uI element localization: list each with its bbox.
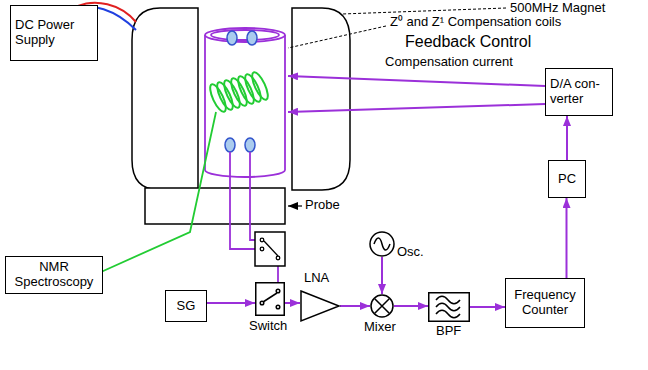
switch-box — [255, 282, 285, 316]
node-label: D/A con- verter — [550, 77, 608, 107]
z-coil — [225, 138, 235, 152]
compensation-coil-cylinder — [205, 170, 285, 177]
switch-box: Switch — [255, 282, 285, 316]
switch-symbol — [260, 238, 264, 242]
signal-arrow — [566, 198, 568, 278]
coil-label: Z⁰ and Z¹ Compensation coils — [390, 15, 561, 30]
filter-box — [436, 303, 460, 311]
z-coil — [227, 31, 237, 45]
amplifier-triangle: LNA — [300, 290, 340, 322]
node-label: BPF — [436, 324, 461, 339]
node-label: Switch — [249, 319, 287, 334]
compensation-coil-cylinder — [205, 28, 285, 177]
probe-body — [145, 188, 285, 224]
node-label: PC — [558, 172, 576, 187]
amplifier-triangle — [301, 291, 339, 321]
magnet — [132, 8, 350, 190]
spectrometer-box: NMR Spectroscopy — [5, 256, 103, 294]
coil-wire — [250, 152, 255, 240]
magnet-label: 500MHz Magnet — [510, 1, 605, 16]
mixer-circle: Mixer — [370, 294, 394, 318]
signal-arrow — [340, 305, 370, 307]
amplifier-triangle — [300, 290, 340, 322]
section-title: Feedback Control — [405, 33, 531, 51]
signal-label: Compensation current — [385, 55, 513, 70]
node-label: LNA — [304, 271, 329, 286]
signal-generator-box: SG — [165, 290, 207, 322]
compensation-coil-cylinder — [211, 30, 279, 40]
node-label: DC Power Supply — [15, 18, 75, 48]
computer-box: PC — [548, 160, 586, 198]
nmr-wire — [101, 112, 216, 272]
oscillator-circle: Osc. — [369, 231, 395, 257]
signal-arrow — [394, 305, 428, 307]
compensation-coil-cylinder — [284, 35, 286, 170]
filter-box: BPF — [428, 292, 470, 322]
magnet — [132, 8, 198, 190]
oscillator-circle — [374, 238, 390, 250]
signal-arrow — [381, 257, 383, 294]
signal-arrow — [207, 302, 255, 304]
compensation-current-wire — [288, 76, 545, 86]
switch-box — [263, 293, 277, 302]
filter-box — [436, 310, 460, 318]
power-supply-box: DC Power Supply — [10, 5, 98, 61]
counter-box: Frequency Counter — [505, 278, 585, 328]
switch-symbol — [260, 247, 264, 251]
switch-symbol — [255, 232, 285, 266]
z-coil — [225, 31, 257, 152]
coil-wire — [277, 266, 279, 282]
leader-line — [342, 8, 506, 14]
oscillator-circle — [369, 231, 395, 257]
mixer-circle — [375, 299, 390, 314]
compensation-current-wire — [288, 104, 545, 112]
signal-arrow — [285, 302, 300, 304]
filter-box — [429, 293, 470, 322]
mixer-circle — [370, 294, 394, 318]
compensation-coil-cylinder — [205, 28, 285, 42]
probe-label: Probe — [305, 198, 340, 213]
signal-arrow — [470, 306, 505, 308]
converter-box: D/A con- verter — [545, 68, 613, 116]
node-label: SG — [177, 299, 196, 314]
switch-box — [276, 305, 280, 309]
switch-symbol — [276, 256, 280, 260]
switch-symbol — [264, 241, 278, 256]
node-label: Osc. — [397, 245, 424, 260]
filter-box — [436, 296, 460, 304]
coil-wire — [230, 152, 255, 249]
probe-pointer — [288, 205, 302, 206]
mixer-circle — [371, 295, 393, 317]
probe-pointer — [288, 205, 302, 206]
z-coil — [245, 138, 255, 152]
node-label: Mixer — [364, 320, 396, 335]
node-label: Frequency Counter — [510, 288, 580, 318]
node-label: NMR Spectroscopy — [10, 260, 98, 290]
switch-box — [256, 283, 285, 316]
probe-body — [145, 188, 285, 224]
signal-arrow — [566, 116, 568, 160]
oscillator-circle — [370, 232, 394, 256]
nmr-wire — [101, 112, 216, 272]
filter-box — [428, 292, 470, 322]
compensation-current-wire — [288, 76, 545, 112]
switch-symbol — [255, 232, 285, 266]
z-coil — [247, 31, 257, 45]
compensation-coil-cylinder — [204, 35, 206, 170]
switch-box — [276, 289, 280, 293]
nmr-coil — [249, 70, 271, 101]
leader-line — [288, 26, 386, 48]
nmr-coil — [207, 70, 271, 113]
magnet — [292, 8, 350, 190]
